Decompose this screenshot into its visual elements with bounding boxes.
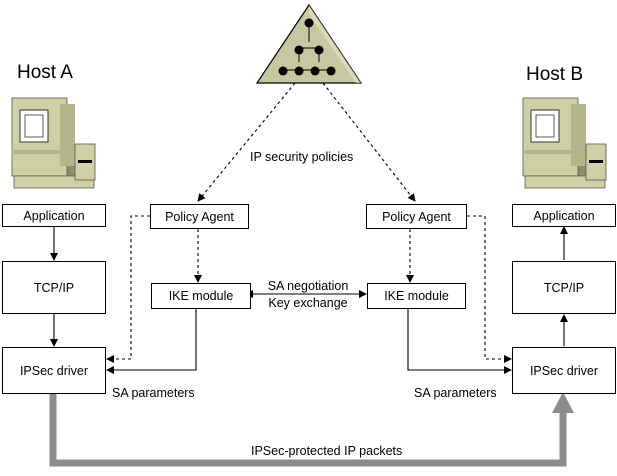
ip-security-policies-label: IP security policies xyxy=(250,150,354,164)
computer-icon xyxy=(522,97,607,189)
sa-negotiation-label: SA negotiation xyxy=(267,279,349,293)
sa-parameters-left-label: SA parameters xyxy=(112,386,195,400)
host-a-title: Host A xyxy=(17,62,73,83)
key-exchange-label: Key exchange xyxy=(268,296,348,310)
policy-agent-left-box: Policy Agent xyxy=(150,204,249,229)
ipsec-packet-path xyxy=(49,392,574,467)
directory-tree-icon xyxy=(255,3,363,84)
host-b-ipsec-driver-box: IPSec driver xyxy=(512,347,616,394)
host-a-ipsec-driver-box: IPSec driver xyxy=(2,347,106,394)
ipsec-protected-packets-label: IPSec-protected IP packets xyxy=(251,444,403,458)
sa-parameters-right-label: SA parameters xyxy=(414,386,497,400)
host-a-application-box: Application xyxy=(2,204,106,227)
policy-agent-right-box: Policy Agent xyxy=(366,204,467,229)
ike-module-left-box: IKE module xyxy=(151,283,251,309)
host-a-tcpip-box: TCP/IP xyxy=(2,261,106,314)
ike-module-right-box: IKE module xyxy=(367,283,466,309)
host-b-tcpip-box: TCP/IP xyxy=(512,261,616,314)
host-b-title: Host B xyxy=(526,64,584,85)
computer-icon xyxy=(11,97,96,189)
host-b-application-box: Application xyxy=(512,204,616,227)
